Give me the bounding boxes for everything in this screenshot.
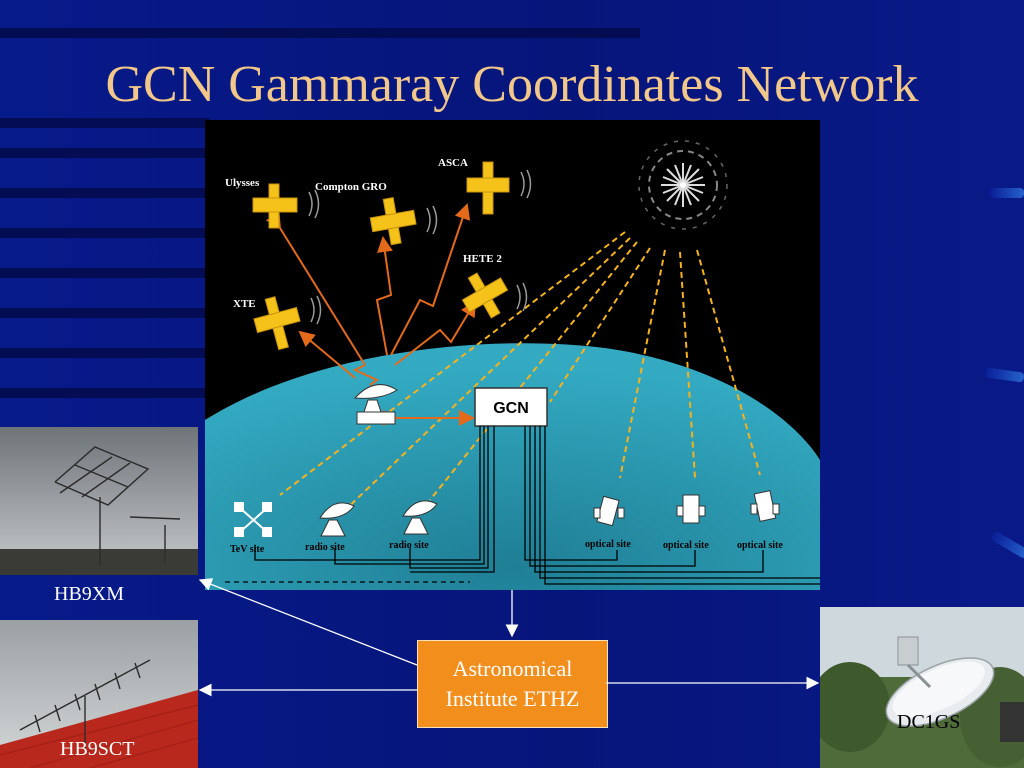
label-asca: ASCA xyxy=(438,157,468,169)
label-hete2: HETE 2 xyxy=(463,253,502,265)
hb9sct-antenna-photo xyxy=(0,620,198,768)
earth-surface xyxy=(205,343,820,590)
arrow-institute-to-hb9xm xyxy=(198,578,418,666)
bg-stripe xyxy=(0,188,210,198)
caption-dc1gs: DC1GS xyxy=(897,711,961,733)
ground-dish-icon xyxy=(353,384,398,425)
bg-stripe xyxy=(0,118,210,128)
gcn-hub: GCN xyxy=(474,387,548,427)
gcn-hub-label: GCN xyxy=(493,400,529,417)
gcn-network-diagram: Ulysses Compton GRO ASCA HETE 2 XTE GCN xyxy=(205,120,820,590)
optical-site-icon-3 xyxy=(750,490,780,522)
label-optical-site-1: optical site xyxy=(585,539,631,550)
label-ulysses: Ulysses xyxy=(225,177,260,189)
institute-box: Astronomical Institute ETHZ xyxy=(417,640,608,728)
satellite-labels: Ulysses Compton GRO ASCA HETE 2 XTE xyxy=(225,157,502,310)
dc1gs-dish-photo xyxy=(820,607,1024,768)
slide-title: GCN Gammaray Coordinates Network xyxy=(105,56,919,113)
distribution-lines xyxy=(225,426,820,585)
bg-stripe xyxy=(0,308,210,318)
satellite-ulysses-icon xyxy=(252,183,298,229)
bg-stripe xyxy=(0,148,210,158)
optical-site-icon-2 xyxy=(676,494,706,524)
tev-site-icon xyxy=(234,502,272,537)
wave-accent xyxy=(990,188,1024,198)
satellite-asca-icon xyxy=(466,161,510,215)
satellite-uplinks xyxy=(265,203,477,426)
institute-line-2: Institute ETHZ xyxy=(445,686,580,711)
bg-stripe xyxy=(0,388,210,398)
satellite-hete2-icon xyxy=(461,272,509,319)
optical-site-icon-1 xyxy=(593,495,625,527)
bg-stripe xyxy=(0,348,210,358)
label-optical-site-3: optical site xyxy=(737,540,783,551)
hb9xm-antenna-photo xyxy=(0,427,198,575)
bg-stripe xyxy=(0,28,640,38)
label-compton: Compton GRO xyxy=(315,181,387,193)
caption-hb9xm: HB9XM xyxy=(54,583,125,605)
institute-line-1: Astronomical xyxy=(452,656,573,682)
burst-beams xyxy=(279,231,761,516)
radio-site-icon-2 xyxy=(402,500,438,535)
radio-site-icon-1 xyxy=(319,502,355,537)
bg-stripe xyxy=(0,268,210,278)
caption-hb9sct: HB9SCT xyxy=(60,738,135,760)
signal-waves xyxy=(308,169,532,325)
label-tev-site: TeV site xyxy=(230,544,265,555)
bg-stripe xyxy=(0,228,210,238)
label-radio-site-1: radio site xyxy=(305,542,345,553)
label-radio-site-2: radio site xyxy=(389,540,429,551)
satellite-xte-icon xyxy=(253,296,301,351)
site-labels: TeV site radio site radio site optical s… xyxy=(230,539,783,555)
grb-burst-icon xyxy=(638,140,728,230)
satellite-compton-icon xyxy=(369,197,417,246)
label-xte: XTE xyxy=(233,298,256,310)
label-optical-site-2: optical site xyxy=(663,540,709,551)
